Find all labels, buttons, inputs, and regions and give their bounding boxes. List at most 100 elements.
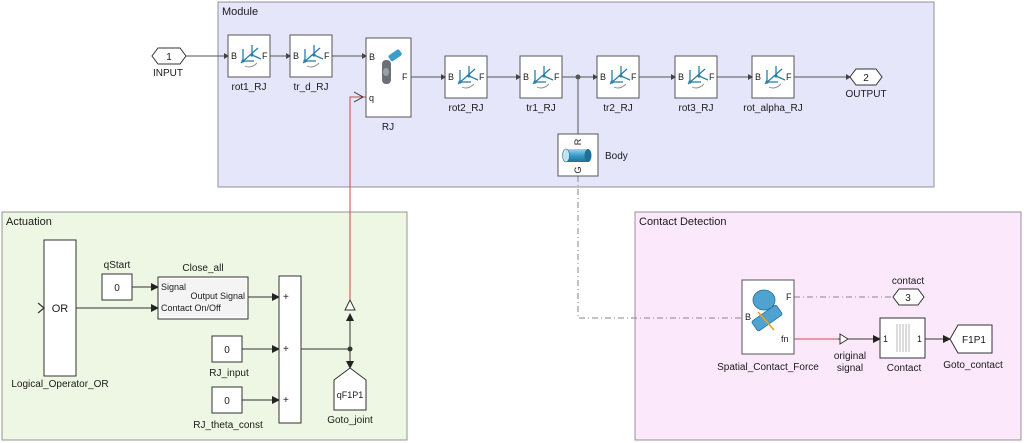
contact-out-port: 1	[917, 334, 922, 344]
line-q-signal[interactable]	[349, 96, 366, 302]
goto-joint-block[interactable]: qF1P1 Goto_joint	[327, 367, 373, 426]
hit-crossing-icon	[896, 324, 910, 352]
sum-branch-point	[347, 346, 353, 352]
qstart-constant-block[interactable]: 0 qStart	[101, 260, 133, 301]
port-f: F	[709, 72, 715, 82]
port-b: B	[755, 72, 761, 82]
port-b: B	[523, 72, 529, 82]
port-b: B	[448, 72, 454, 82]
port-f: F	[262, 51, 268, 61]
rot3-rj-block[interactable]: B F rot3_RJ	[674, 55, 718, 114]
goto-joint-tag: qF1P1	[337, 390, 364, 400]
rj-theta-label: RJ_theta_const	[193, 420, 263, 431]
port-f: F	[786, 72, 792, 82]
spatial-contact-force-block[interactable]: B F fn Spatial_Contact_Force	[717, 279, 819, 373]
goto-contact-tag: F1P1	[962, 335, 986, 346]
chain-arrowheads	[224, 53, 851, 80]
module-area-title: Module	[222, 6, 258, 18]
rj-input-label: RJ_input	[209, 368, 249, 379]
port-f: F	[554, 72, 560, 82]
input-port-label: INPUT	[153, 68, 183, 79]
tr1-rj-label: tr1_RJ	[526, 103, 555, 114]
port-f: F	[479, 72, 485, 82]
sum-plus-1: +	[283, 292, 289, 303]
rot1-rj-block[interactable]: B F rot1_RJ	[227, 34, 271, 93]
rot1-rj-label: rot1_RJ	[231, 82, 266, 93]
original-signal-label-line2: signal	[837, 363, 863, 374]
line-body-contactforce[interactable]	[577, 176, 742, 319]
port-b: B	[678, 72, 684, 82]
sum-plus-2: +	[283, 344, 289, 355]
qstart-value: 0	[114, 283, 120, 294]
port-b: B	[369, 52, 375, 62]
rot-alpha-rj-block[interactable]: B F rot_alpha_RJ	[743, 55, 803, 114]
signal-lines	[186, 55, 850, 134]
rj-input-constant-block[interactable]: 0 RJ_input	[209, 335, 249, 379]
port-q: q	[369, 93, 374, 103]
output-port[interactable]: 2 OUTPUT	[845, 68, 887, 100]
logical-operator-or-block[interactable]: OR Logical_Operator_OR	[11, 239, 109, 390]
conversion-arrow-up	[344, 298, 356, 311]
port-b: B	[293, 51, 299, 61]
contact-in-port: 1	[883, 334, 888, 344]
contact-label: Contact	[887, 363, 922, 374]
port-fn: fn	[781, 334, 789, 344]
sum-plus-3: +	[283, 395, 289, 406]
original-signal-label-line1: original	[834, 351, 866, 362]
input-chevron-icon	[37, 302, 45, 314]
contact-detection-area-title: Contact Detection	[639, 216, 726, 228]
body-label: Body	[605, 151, 628, 162]
rot-alpha-rj-label: rot_alpha_RJ	[743, 103, 802, 114]
output-port-number: 2	[863, 73, 869, 84]
body-block[interactable]: R G Body	[557, 133, 628, 177]
logical-operator-text: OR	[52, 303, 69, 315]
port-r: R	[573, 138, 583, 145]
logical-operator-label: Logical_Operator_OR	[11, 379, 108, 390]
close-all-port-output: Output Signal	[190, 291, 245, 301]
port-f: F	[786, 292, 792, 302]
contact-port-label: contact	[892, 276, 924, 287]
revolute-joint-icon	[382, 49, 402, 84]
rj-input-value: 0	[224, 345, 230, 356]
branch-point	[575, 74, 581, 80]
rj-theta-value: 0	[224, 396, 230, 407]
close-all-port-signal: Signal	[161, 282, 186, 292]
spatial-contact-force-label: Spatial_Contact_Force	[717, 362, 819, 373]
rot3-rj-label: rot3_RJ	[678, 103, 713, 114]
goto-contact-block[interactable]: F1P1 Goto_contact	[943, 324, 1003, 371]
tr1-rj-block[interactable]: B F tr1_RJ	[519, 55, 563, 114]
input-port[interactable]: 1 INPUT	[151, 47, 187, 79]
port-g: G	[573, 166, 583, 173]
contact-block[interactable]: 1 1 Contact	[879, 317, 926, 374]
close-all-label: Close_all	[182, 263, 223, 274]
tr2-rj-block[interactable]: B F tr2_RJ	[596, 55, 640, 114]
tr-d-rj-label: tr_d_RJ	[293, 82, 328, 93]
input-port-number: 1	[166, 52, 172, 63]
close-all-port-contact: Contact On/Off	[161, 303, 221, 313]
original-signal-arrow	[839, 333, 849, 345]
tr2-rj-label: tr2_RJ	[603, 103, 632, 114]
q-port-arrow	[353, 91, 365, 103]
close-all-block[interactable]: Signal Output Signal Contact On/Off Clos…	[157, 263, 249, 320]
goto-joint-label: Goto_joint	[327, 415, 373, 426]
port-f: F	[324, 51, 330, 61]
port-b: B	[600, 72, 606, 82]
actuation-area-title: Actuation	[6, 216, 52, 228]
port-f: F	[402, 72, 408, 82]
contact-port[interactable]: 3 contact	[892, 276, 925, 306]
qstart-label: qStart	[104, 260, 131, 271]
contact-force-icon	[751, 289, 783, 332]
rj-block[interactable]: B F q RJ	[365, 37, 412, 133]
port-b: B	[745, 312, 751, 322]
output-port-label: OUTPUT	[845, 89, 886, 100]
rot2-rj-block[interactable]: B F rot2_RJ	[444, 55, 488, 114]
rot2-rj-label: rot2_RJ	[448, 103, 483, 114]
tr-d-rj-block[interactable]: B F tr_d_RJ	[289, 34, 333, 93]
port-b: B	[231, 51, 237, 61]
rj-label: RJ	[382, 122, 394, 133]
contact-detection-area[interactable]: Contact Detection	[634, 211, 1022, 441]
rj-theta-const-block[interactable]: 0 RJ_theta_const	[193, 386, 263, 431]
port-f: F	[631, 72, 637, 82]
sum-block[interactable]: + + +	[278, 275, 302, 424]
